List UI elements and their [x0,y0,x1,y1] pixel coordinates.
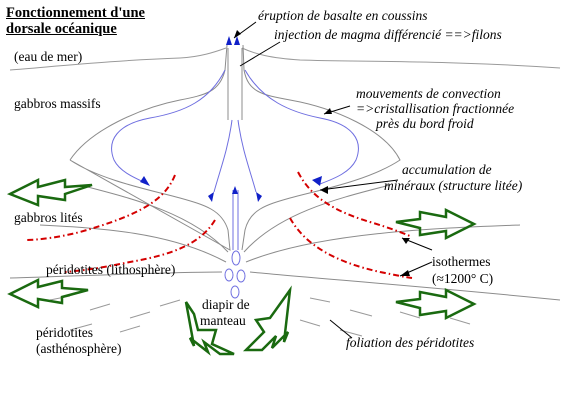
diapir-blob [231,250,241,266]
isotherm-line [24,174,176,241]
layering-line [39,224,227,263]
pointer-arrowhead-icon [400,270,410,276]
flow-arrowhead-icon [312,176,322,186]
plate-motion-arrow-left-upper-icon [6,177,93,207]
flow-arrowhead-icon [232,186,238,194]
layering-line [243,184,391,253]
label-massive-gabbros: gabbros massifs [14,96,101,111]
diapir-blob [236,269,246,283]
central-conduit [227,48,243,120]
diapir-rise-arrow-right-icon [242,285,292,352]
label-asthenosphere-peridotites-2: (asthénosphère) [36,341,122,356]
pointer-arrowhead-icon [402,238,410,244]
annotation-foliation: foliation des péridotites [346,335,475,350]
plate-motion-arrow-right-lower-icon [395,287,477,321]
annotation-basalt-eruption: éruption de basalte en coussins [258,8,428,23]
pointer-arrowhead-icon [320,186,328,194]
foliation-dashes [49,295,471,337]
annotation-magma-injection: injection de magma différencié ==>filons [274,27,502,42]
layering-line [79,184,229,253]
inner-loop-left [213,119,233,193]
lithosphere-base-line [9,271,223,279]
flow-arrowhead-icon [140,176,150,186]
diagram-title: Fonctionnement d'une dorsale océanique [6,5,145,37]
pointer-arrowhead-icon [234,30,241,38]
lithosphere-base-line [249,271,561,301]
isotherm-line [64,219,216,273]
convection-loop-right [244,69,359,185]
diapir-blob [224,268,234,282]
label-lithosphere-peridotites: péridotites (lithosphère) [46,262,176,277]
title-line-2: dorsale océanique [6,21,117,37]
annotation-accumulation-2: minéraux (structure litée) [384,178,523,193]
diapir-blob [230,285,240,299]
label-seawater: (eau de mer) [14,49,83,64]
magma-chamber-outline [69,44,401,251]
plate-motion-arrow-left-lower-icon [7,277,89,309]
label-mantle-diapir-1: diapir de [202,297,250,312]
eruption-arrow-icon [234,36,240,45]
label-isotherms-1: isothermes [432,254,491,269]
seafloor-line [9,47,561,71]
label-mantle-diapir-2: manteau [200,313,246,328]
diapir-rise-arrow-left-icon [184,301,235,356]
flow-arrowhead-icon [256,192,262,202]
annotation-convection-3: près du bord froid [376,116,474,131]
plate-motion-arrow-right-upper-icon [395,207,477,241]
flow-arrowhead-icon [208,192,214,202]
label-isotherms-2: (≈1200° C) [432,271,494,286]
annotation-convection-1: mouvements de convection [356,86,501,101]
isotherm-line [289,217,413,279]
eruption-arrow-icon [226,36,232,45]
isotherm-line [297,171,411,237]
inner-loop-right [237,119,257,193]
annotation-convection-2: =>cristallisation fractionnée [356,101,515,116]
layering-line [245,224,521,263]
label-asthenosphere-peridotites-1: péridotites [36,325,93,340]
convection-loop-left [111,69,226,185]
annotation-accumulation-1: accumulation de [402,162,492,177]
feeder-dike [232,190,239,250]
label-layered-gabbros: gabbros lités [14,210,83,225]
title-line-1: Fonctionnement d'une [6,5,145,21]
pointer-arrowhead-icon [324,108,332,114]
